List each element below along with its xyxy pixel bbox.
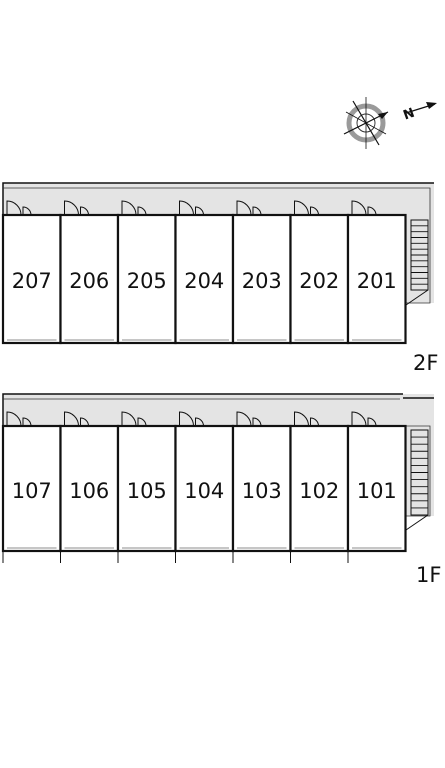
door-icon	[121, 200, 147, 216]
stair-edge	[405, 289, 429, 306]
unit-number: 106	[69, 479, 109, 503]
unit-103[interactable]: 103	[231, 411, 292, 553]
unit-number: 205	[127, 269, 167, 293]
unit-102[interactable]: 102	[289, 411, 350, 553]
unit-outline	[59, 213, 120, 345]
unit-outline	[174, 424, 235, 553]
unit-number: 103	[242, 479, 282, 503]
door-icon	[6, 200, 32, 216]
floor-label-1f: 1F	[416, 563, 441, 587]
unit-outline	[116, 213, 177, 345]
unit-outline	[1, 213, 62, 345]
unit-outline	[346, 424, 407, 553]
door-icon	[121, 411, 147, 427]
door-icon	[64, 200, 89, 216]
door-icon	[236, 411, 262, 427]
stairs	[405, 219, 429, 306]
stair-outline	[410, 429, 429, 516]
unit-number: 105	[127, 479, 167, 503]
unit-105[interactable]: 105	[116, 411, 177, 553]
unit-outline	[174, 213, 235, 345]
door-icon	[64, 411, 89, 427]
unit-number: 102	[299, 479, 339, 503]
unit-number: 201	[357, 269, 397, 293]
unit-outline	[59, 424, 120, 553]
stairs	[405, 429, 429, 531]
unit-number: 207	[12, 269, 52, 293]
unit-outline	[346, 213, 407, 345]
door-icon	[351, 200, 377, 216]
door-icon	[179, 411, 204, 427]
unit-204[interactable]: 204	[174, 200, 235, 345]
unit-number: 101	[357, 479, 397, 503]
unit-outline	[116, 424, 177, 553]
unit-number: 104	[184, 479, 224, 503]
unit-205[interactable]: 205	[116, 200, 177, 345]
unit-number: 203	[242, 269, 282, 293]
door-icon	[236, 200, 262, 216]
compass-rose-icon: N	[343, 97, 437, 149]
unit-number: 107	[12, 479, 52, 503]
unit-outline	[231, 213, 292, 345]
floor-1f: 107 106 105 104 103 102 101 1F	[1, 393, 441, 587]
stair-outline	[410, 219, 429, 291]
unit-outline	[289, 424, 350, 553]
unit-number: 204	[184, 269, 224, 293]
unit-206[interactable]: 206	[59, 200, 120, 345]
unit-101[interactable]: 101	[346, 411, 407, 553]
door-icon	[6, 411, 32, 427]
unit-number: 202	[299, 269, 339, 293]
floor-2f: 207 206 205 204 203 202 201 2F	[1, 182, 438, 375]
unit-107[interactable]: 107	[1, 411, 62, 553]
door-icon	[179, 200, 204, 216]
stair-edge	[405, 514, 429, 531]
floor-label-2f: 2F	[413, 351, 438, 375]
unit-106[interactable]: 106	[59, 411, 120, 553]
door-icon	[351, 411, 377, 427]
unit-201[interactable]: 201	[346, 200, 407, 345]
unit-207[interactable]: 207	[1, 200, 62, 345]
unit-104[interactable]: 104	[174, 411, 235, 553]
unit-202[interactable]: 202	[289, 200, 350, 345]
unit-outline	[1, 424, 62, 553]
compass-north-label: N	[401, 106, 416, 124]
unit-203[interactable]: 203	[231, 200, 292, 345]
door-icon	[294, 411, 319, 427]
door-icon	[294, 200, 319, 216]
unit-number: 206	[69, 269, 109, 293]
